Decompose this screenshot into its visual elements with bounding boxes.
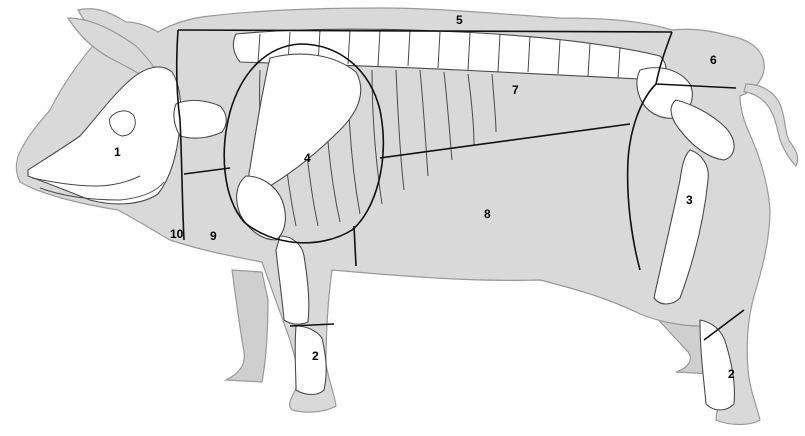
- cut-label-10: 10: [170, 227, 184, 241]
- cut-label-8: 8: [484, 207, 491, 221]
- cervical-vertebrae: [174, 100, 226, 138]
- cut-label-4: 4: [304, 151, 311, 165]
- cut-label-6: 6: [710, 53, 717, 67]
- far-front-leg: [226, 270, 268, 382]
- cut-label-1: 1: [114, 145, 121, 159]
- cut-label-9: 9: [210, 229, 217, 243]
- cut-label-7: 7: [512, 83, 519, 97]
- cut-label-2-hind: 2: [728, 367, 735, 381]
- cut-label-3: 3: [686, 193, 693, 207]
- cut-label-2-front: 2: [312, 349, 319, 363]
- cut-label-5: 5: [456, 13, 463, 27]
